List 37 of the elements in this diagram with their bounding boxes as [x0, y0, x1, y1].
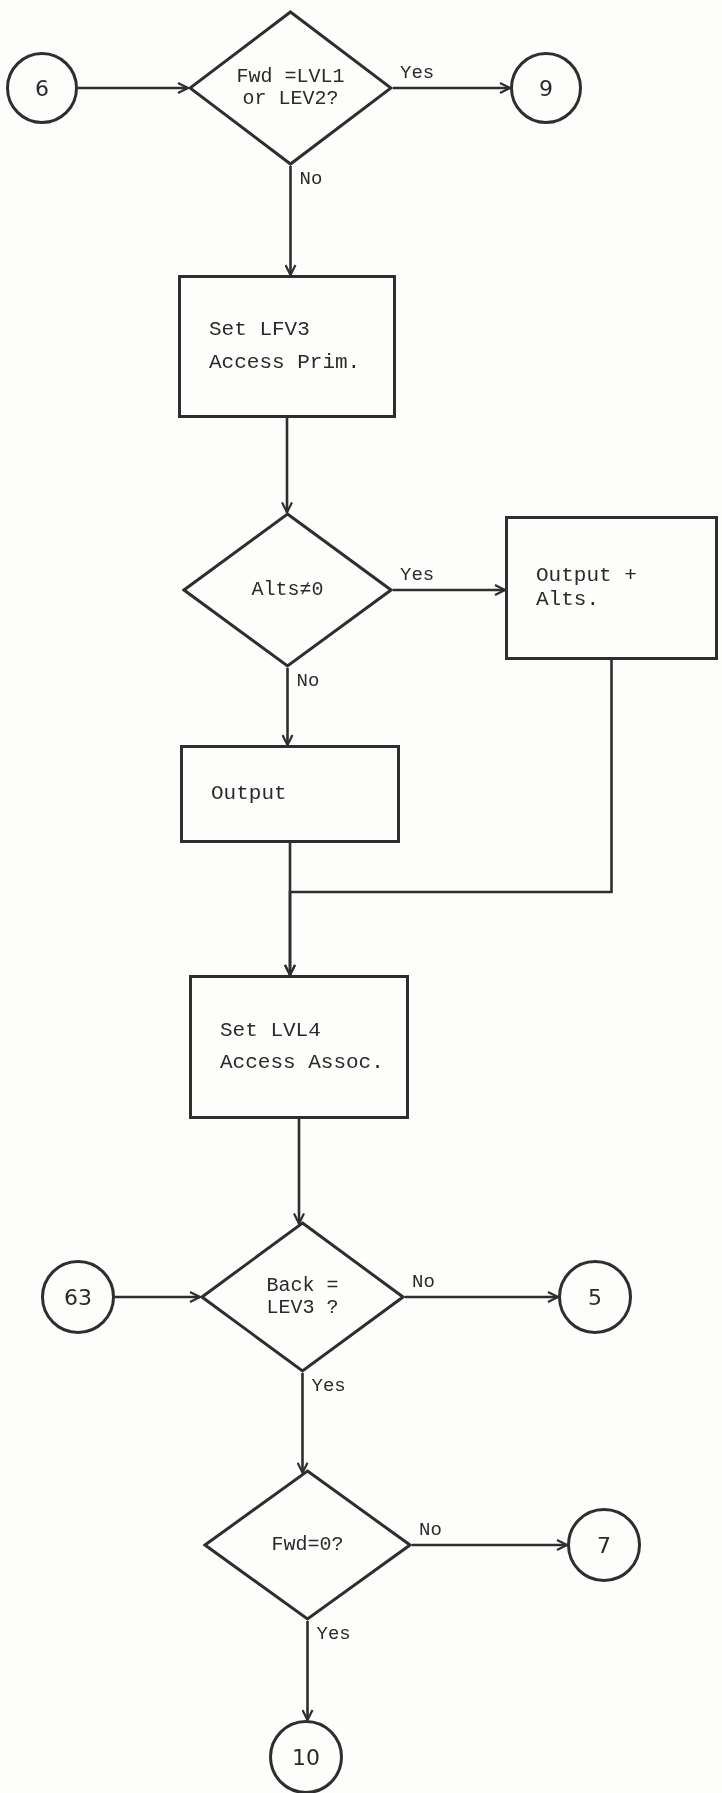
connector-number: 7: [597, 1532, 611, 1558]
arrow: [292, 1119, 306, 1225]
connector-number: 63: [64, 1284, 92, 1310]
process-box: [180, 745, 400, 843]
arrow: [393, 583, 507, 597]
arrow: [284, 166, 297, 277]
arrow: [301, 1621, 314, 1722]
arrow: [115, 1290, 202, 1304]
node-text: Access Assoc.: [220, 1051, 384, 1076]
arrow: [281, 668, 294, 747]
arrow: [280, 418, 294, 514]
connector-number: 6: [35, 75, 49, 101]
node-text: Fwd=0?: [271, 1534, 344, 1556]
node-text: Back = LEV3 ?: [265, 1275, 340, 1319]
process-box: [505, 516, 718, 660]
arrow: [296, 1373, 309, 1474]
decision-diamond: [182, 512, 393, 668]
arrow: [393, 81, 512, 95]
decision-diamond: [200, 1221, 405, 1373]
connector-number: 5: [588, 1284, 602, 1310]
node-text: Alts≠0: [251, 579, 324, 601]
node-text: Access Prim.: [209, 350, 361, 375]
connector-number: 9: [539, 75, 553, 101]
node-text: Set LFV3: [209, 318, 310, 343]
arrow: [412, 1538, 569, 1552]
process-box: [178, 275, 396, 418]
process-box: [189, 975, 409, 1119]
decision-diamond: [188, 10, 393, 166]
arrow: [405, 1290, 560, 1304]
connector-number: 10: [292, 1744, 320, 1770]
node-text: Output: [211, 781, 287, 807]
arrow: [283, 660, 613, 977]
node-text: Fwd =LVL1 or LEV2?: [235, 66, 346, 110]
node-text: Output + Alts.: [536, 563, 638, 613]
arrow: [78, 81, 190, 95]
node-text: Set LVL4: [220, 1018, 321, 1043]
decision-diamond: [203, 1469, 412, 1621]
